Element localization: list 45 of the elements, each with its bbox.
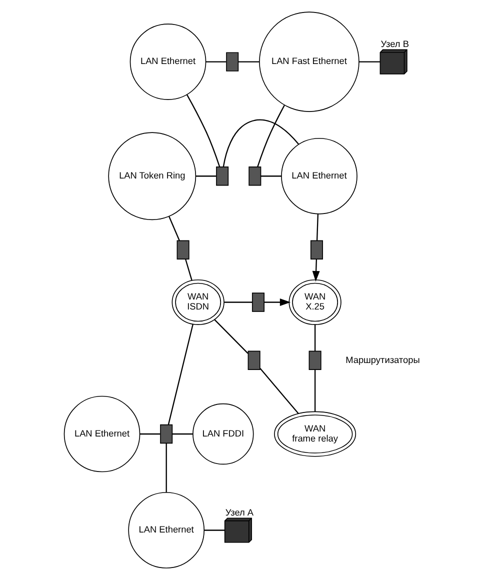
arrow — [264, 298, 291, 306]
connector — [196, 176, 216, 177]
connector — [168, 216, 180, 241]
node-box — [226, 52, 239, 72]
connector — [206, 61, 226, 62]
node-circle: LAN Ethernet — [64, 396, 140, 472]
node-circle: LAN Ethernet — [281, 138, 358, 214]
node-ellipse: WAN X.25 — [288, 279, 342, 325]
node-circle: LAN Token Ring — [108, 132, 196, 220]
node-box — [310, 240, 323, 260]
connector — [224, 302, 252, 303]
connector — [140, 433, 160, 435]
connector — [168, 324, 194, 425]
node-box — [160, 424, 173, 444]
connector — [214, 319, 248, 354]
node-circle: LAN Ethernet — [130, 24, 206, 100]
connector — [204, 530, 225, 531]
node-box — [216, 166, 229, 186]
node-box — [308, 350, 322, 370]
connector — [260, 176, 282, 177]
node-circle: LAN Fast Ethernet — [259, 12, 360, 112]
node-circle: LAN FDDI — [192, 403, 254, 465]
node-box — [248, 166, 262, 186]
node-box — [176, 240, 190, 260]
connector — [314, 324, 316, 352]
connector — [166, 443, 167, 492]
node-box — [252, 292, 264, 312]
node-circle: LAN Ethernet — [128, 492, 205, 568]
connector — [257, 105, 285, 168]
node-ellipse: WAN ISDN — [172, 279, 224, 325]
connector — [316, 214, 319, 240]
node-label: Узел В — [380, 39, 409, 50]
arrow — [312, 259, 320, 282]
node-label: Узел А — [225, 507, 254, 518]
connector — [184, 258, 192, 281]
connector — [238, 61, 260, 62]
connector — [172, 433, 193, 435]
node-box — [248, 350, 260, 370]
connector — [260, 368, 299, 414]
connector — [222, 119, 299, 167]
connector — [186, 94, 220, 168]
node-ellipse: WAN frame relay — [274, 411, 356, 457]
label: Маршрутизаторы — [346, 354, 420, 365]
connector — [358, 61, 380, 62]
connector — [314, 370, 316, 412]
